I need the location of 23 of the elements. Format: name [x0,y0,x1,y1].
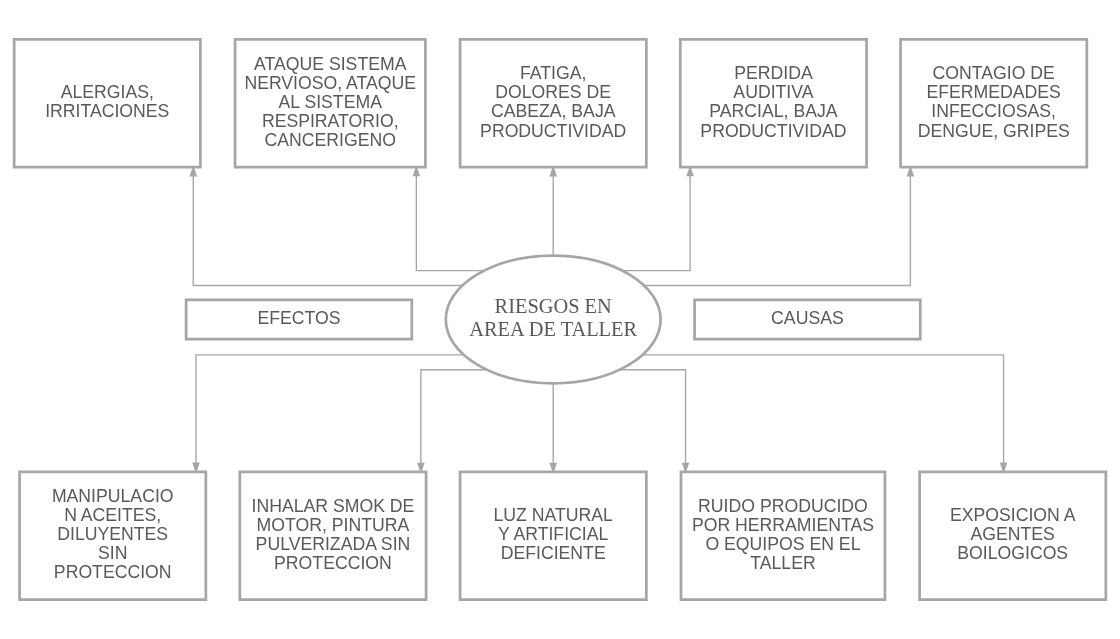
arrow [549,383,557,474]
arrow [619,369,690,474]
arrow [642,354,1008,474]
arrow [192,354,465,474]
node-box: CAUSAS [693,298,922,341]
node-box: INHALAR SMOK DE MOTOR, PINTURA PULVERIZADA SIN PROTECCION [238,470,428,601]
arrow [412,165,485,272]
arrow [189,165,463,287]
node-box: ALERGIAS, IRRITACIONES [12,38,202,169]
node-box: EXPOSICION A AGENTES BOILOGICOS [918,470,1108,601]
node-ellipse: RIESGOS EN AREA DE TALLER [444,254,662,385]
arrow [621,165,694,272]
node-box: MANIPULACIO N ACEITES, DILUYENTES SIN PROTECCION [18,470,208,601]
node-box: PERDIDA AUDITIVA PARCIAL, BAJA PRODUCTIVIDAD [678,38,868,169]
arrow [549,165,557,257]
node-box: RUIDO PRODUCIDO POR HERRAMIENTAS O EQUIPOS EN EL TALLER [679,470,887,601]
node-box: ATAQUE SISTEMA NERVIOSO, ATAQUE AL SISTEMA RESPIRATORIO, CANCERIGENO [233,38,427,169]
node-box: CONTAGIO DE EFERMEDADES INFECCIOSAS, DENGUE, GRIPES [899,38,1089,169]
node-box: FATIGA, DOLORES DE CABEZA, BAJA PRODUCTIVIDAD [458,38,648,169]
node-box: LUZ NATURAL Y ARTIFICIAL DEFICIENTE [458,470,648,601]
arrow [643,165,915,287]
arrow [417,369,488,474]
node-box: EFECTOS [184,298,414,341]
